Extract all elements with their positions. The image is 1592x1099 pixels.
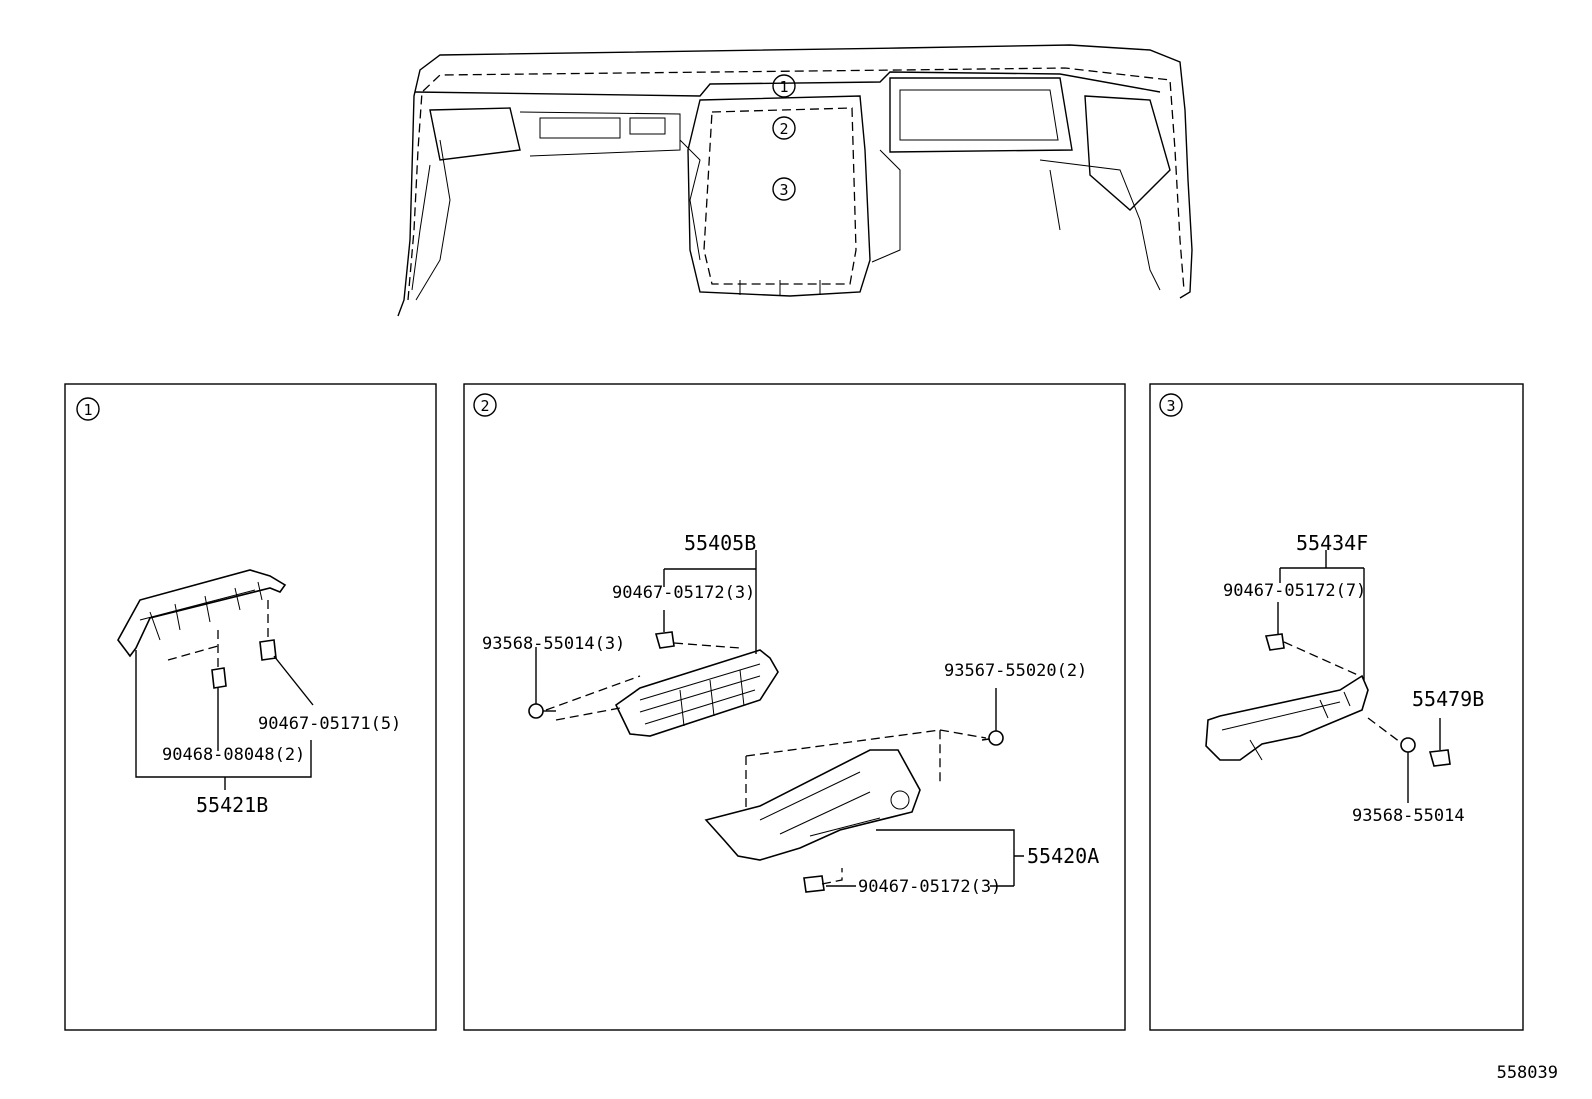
- svg-text:3: 3: [1166, 397, 1175, 415]
- lower-panel-part: [1205, 674, 1369, 761]
- detail-panel-2: 2 55405B 90467-05172(3) 93568-55014(3): [463, 383, 1126, 1031]
- svg-text:1: 1: [779, 78, 788, 96]
- svg-text:2: 2: [779, 120, 788, 138]
- panel-1-badge: 1: [76, 397, 100, 421]
- label-93568-55014: 93568-55014: [1352, 806, 1465, 826]
- figure-id: 558039: [1497, 1063, 1558, 1083]
- label-90467-05172-panel3: 90467-05172(7): [1223, 581, 1366, 601]
- detail-panel-1: 1 90468-08048(2) 90467-05171(5) 55421B: [64, 383, 437, 1031]
- detail-panel-3: 3 55434F 90467-05172(7) 55479B 93568-550…: [1149, 383, 1524, 1031]
- clip-90467-05171: [259, 639, 277, 661]
- clip-90467-05172-lower: [803, 875, 825, 893]
- label-93567-55020: 93567-55020(2): [944, 661, 1087, 681]
- label-55434F: 55434F: [1296, 531, 1368, 555]
- callout-3[interactable]: 3: [772, 177, 796, 201]
- label-90467-05172-lower: 90467-05172(3): [858, 877, 1001, 897]
- clip-90468: [211, 667, 227, 689]
- label-55405B: 55405B: [684, 531, 756, 555]
- label-90467-05171: 90467-05171(5): [258, 714, 401, 734]
- cap-55479B: [1428, 749, 1451, 767]
- screw-93568-55014: [1367, 717, 1416, 753]
- center-bezel-part: [704, 749, 921, 861]
- svg-text:1: 1: [83, 401, 92, 419]
- label-93568-55014-3: 93568-55014(3): [482, 634, 625, 654]
- center-vent-part: [614, 649, 779, 737]
- vent-trim-part: [117, 569, 287, 658]
- screw-93568-left: [528, 703, 556, 719]
- label-55479B: 55479B: [1412, 687, 1484, 711]
- dashboard-frame-illustration: [397, 44, 1193, 317]
- svg-text:2: 2: [480, 397, 489, 415]
- panel-2-badge: 2: [473, 393, 497, 417]
- svg-text:3: 3: [779, 181, 788, 199]
- label-55421B: 55421B: [196, 793, 268, 817]
- label-55420A: 55420A: [1027, 844, 1099, 868]
- callout-1[interactable]: 1: [772, 74, 796, 98]
- label-90467-05172-upper: 90467-05172(3): [612, 583, 755, 603]
- clip-90467-05172-upper: [654, 631, 675, 649]
- callout-2[interactable]: 2: [772, 116, 796, 140]
- clip-90467-05172-panel3: [1264, 633, 1285, 651]
- panel-3-badge: 3: [1159, 393, 1183, 417]
- label-90468-08048: 90468-08048(2): [162, 745, 305, 765]
